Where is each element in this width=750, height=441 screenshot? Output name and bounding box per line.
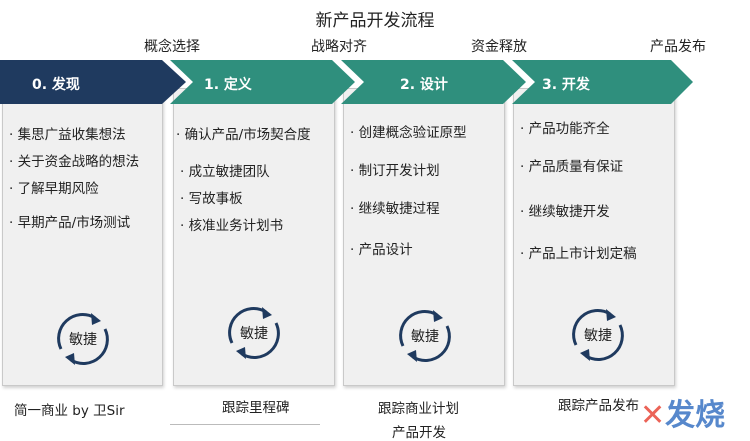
watermark-x-icon: ✕ [640, 398, 666, 433]
gate-label-strategy-alignment: 战略对齐 [311, 39, 367, 55]
item-text: 了解早期风险 [17, 181, 99, 197]
list-item: · 集思广益收集想法 [9, 127, 126, 143]
diagram-title: 新产品开发流程 [315, 11, 435, 31]
item-text: 早期产品/市场测试 [17, 215, 131, 231]
agile-cycle-icon: 敏捷 [47, 303, 119, 375]
item-text: 写故事板 [188, 191, 243, 207]
item-text: 集思广益收集想法 [17, 127, 126, 143]
agile-cycle-icon: 敏捷 [389, 300, 461, 372]
watermark-text: 发烧 [665, 398, 726, 433]
phase-panel-define: · 确认产品/市场契合度 · 成立敏捷团队 · 写故事板 · 核准业务计划书 敏… [173, 88, 335, 386]
list-item: · 继续敏捷开发 [520, 204, 610, 220]
phase-arrows [0, 60, 693, 104]
item-text: 继续敏捷过程 [358, 201, 440, 217]
list-item: · 关于资金战略的想法 [9, 154, 140, 170]
item-text: 关于资金战略的想法 [17, 154, 140, 170]
agile-label: 敏捷 [584, 328, 612, 344]
agile-label: 敏捷 [240, 326, 268, 342]
phase-arrow-discover [0, 60, 186, 104]
author-credit: 简一商业 by 卫Sir [14, 403, 125, 419]
item-text: 产品质量有保证 [528, 159, 624, 175]
phase-arrow-develop [512, 60, 693, 104]
agile-label: 敏捷 [411, 329, 439, 345]
item-text: 继续敏捷开发 [528, 204, 610, 220]
cycle-arrows-icon [57, 313, 109, 365]
gate-label-concept-selection: 概念选择 [144, 39, 200, 55]
list-item: · 确认产品/市场契合度 [176, 127, 311, 143]
cycle-arrows-icon [572, 309, 624, 361]
list-item: · 制订开发计划 [350, 163, 440, 179]
list-item: · 产品质量有保证 [520, 159, 624, 175]
list-item: · 创建概念验证原型 [350, 125, 467, 141]
agile-label: 敏捷 [69, 332, 97, 348]
item-text: 创建概念验证原型 [358, 125, 467, 141]
agile-cycle-icon: 敏捷 [562, 299, 634, 371]
track-business-plan: 跟踪商业计划 [378, 401, 459, 417]
phase-arrow-design [341, 60, 526, 104]
phase-panel-design: · 创建概念验证原型 · 制订开发计划 · 继续敏捷过程 · 产品设计 敏捷 [343, 88, 505, 386]
phase-label-design: 2. 设计 [400, 77, 448, 93]
gate-label-funding-release: 资金释放 [471, 39, 527, 55]
item-text: 产品上市计划定稿 [528, 246, 637, 262]
agile-cycle-icon: 敏捷 [218, 297, 290, 369]
track-product-launch: 跟踪产品发布 [558, 398, 639, 414]
item-text: 制订开发计划 [358, 163, 440, 179]
list-item: · 了解早期风险 [9, 181, 99, 197]
item-text: 产品设计 [358, 242, 413, 258]
list-item: · 产品上市计划定稿 [520, 246, 637, 262]
phase-panel-discover: · 集思广益收集想法 · 关于资金战略的想法 · 了解早期风险 · 早期产品/市… [2, 88, 163, 386]
item-text: 成立敏捷团队 [188, 164, 270, 180]
gate-label-product-launch: 产品发布 [650, 39, 706, 55]
cycle-arrows-icon [399, 310, 451, 362]
list-item: · 核准业务计划书 [180, 218, 284, 234]
list-item: · 产品设计 [350, 242, 413, 258]
list-item: · 产品功能齐全 [520, 121, 610, 137]
list-item: · 继续敏捷过程 [350, 201, 440, 217]
track-milestones: 跟踪里程碑 [222, 400, 290, 416]
list-item: · 早期产品/市场测试 [9, 215, 131, 231]
track-product-dev: 产品开发 [392, 425, 446, 441]
item-text: 确认产品/市场契合度 [184, 127, 311, 143]
phase-label-define: 1. 定义 [204, 77, 252, 93]
list-item: · 成立敏捷团队 [180, 164, 270, 180]
phase-label-discover: 0. 发现 [32, 77, 80, 93]
phase-panel-develop: · 产品功能齐全 · 产品质量有保证 · 继续敏捷开发 · 产品上市计划定稿 敏… [513, 88, 675, 386]
cycle-arrows-icon [228, 307, 280, 359]
item-text: 产品功能齐全 [528, 121, 610, 137]
phase-label-develop: 3. 开发 [542, 77, 590, 93]
item-text: 核准业务计划书 [188, 218, 284, 234]
phase-arrow-define [170, 60, 355, 104]
list-item: · 写故事板 [180, 191, 243, 207]
divider [170, 424, 320, 425]
watermark-logo: ✕发烧 [640, 396, 725, 440]
